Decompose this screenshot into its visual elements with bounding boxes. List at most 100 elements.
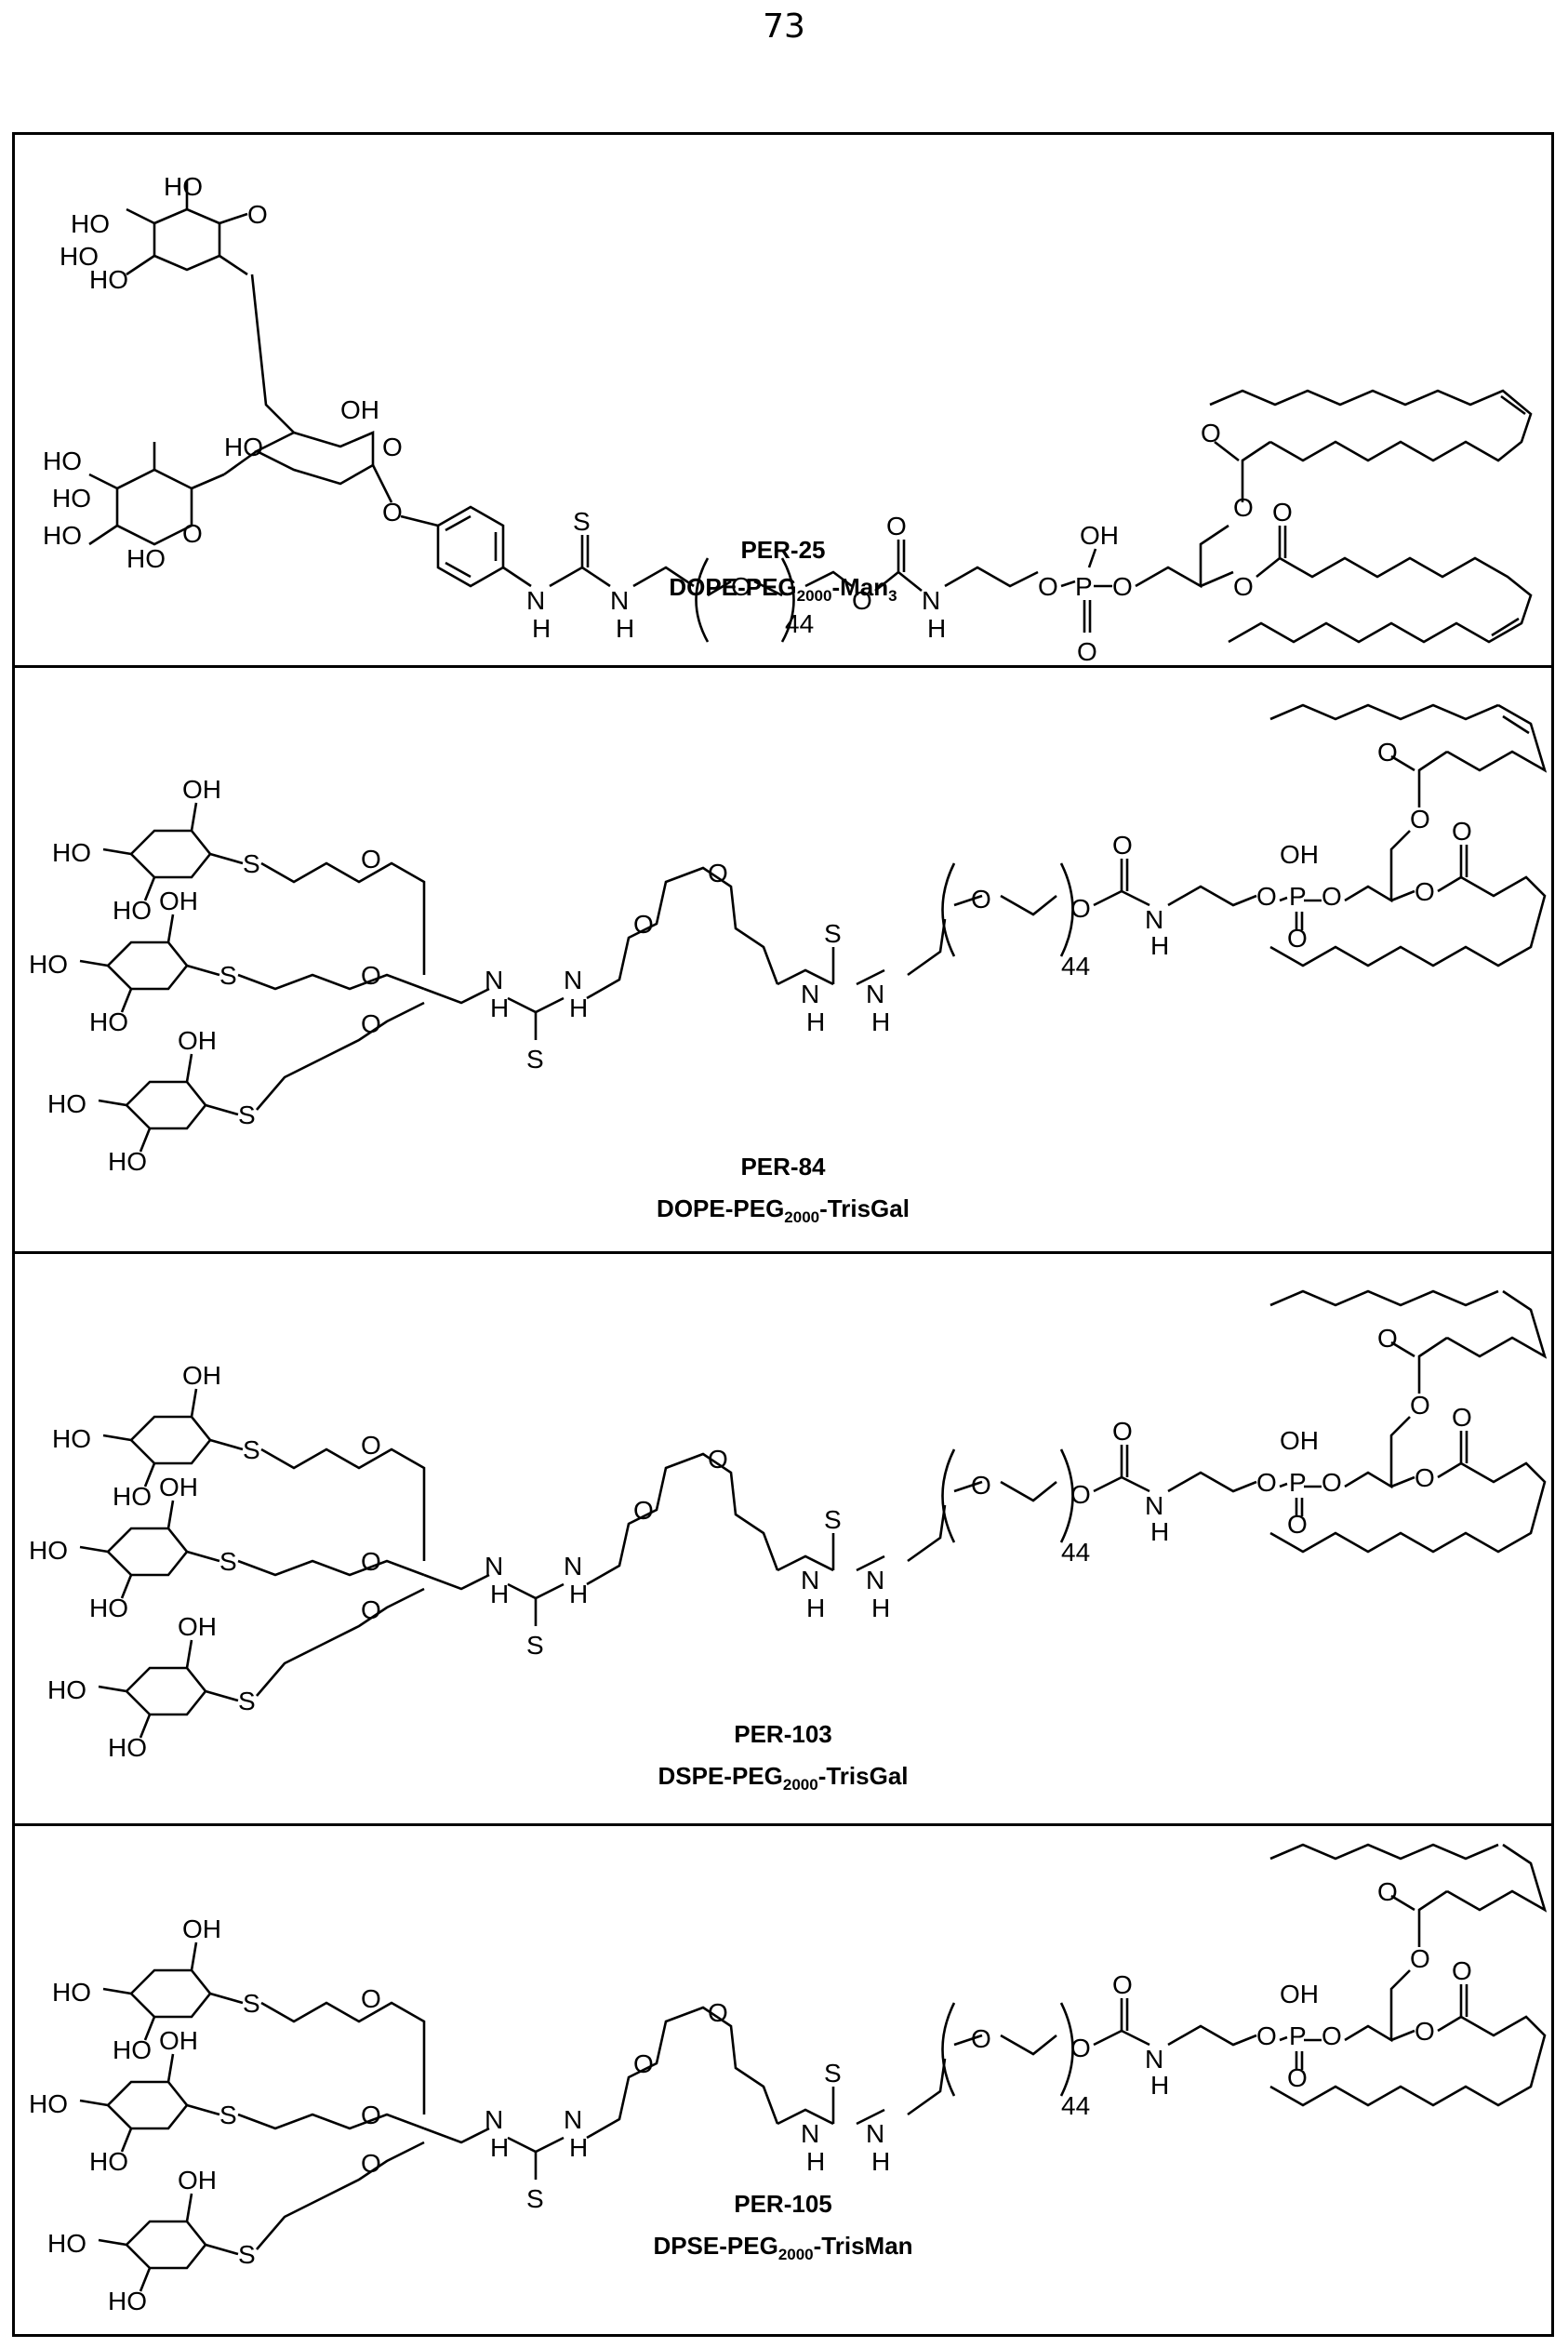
oxygen-label: O — [708, 1445, 728, 1474]
sulfur-label: S — [526, 1045, 544, 1074]
page-number: 73 — [0, 7, 1568, 46]
hydroxyl-label: HO — [47, 1089, 86, 1118]
sugar-substituent — [80, 1501, 219, 1598]
hydroxyl-label: HO — [89, 1007, 128, 1036]
compound-name: DOPE-PEG2000-Man3 — [15, 572, 1551, 611]
sulfur-label: S — [219, 2101, 237, 2129]
compound-name: DPSE-PEG2000-TrisMan — [15, 2231, 1551, 2270]
nitrogen-label: H — [490, 2133, 509, 2162]
sugar-ring — [108, 1528, 187, 1575]
hydroxyl-label: HO — [52, 1424, 91, 1453]
peg-spacer — [587, 2008, 777, 2138]
oxygen-label: O — [1256, 1468, 1277, 1497]
oxygen-label: O — [708, 859, 728, 887]
nitrogen-label: H — [490, 1580, 509, 1608]
nitrogen-label: H — [1150, 1517, 1169, 1546]
nitrogen-label: H — [927, 614, 946, 643]
oxygen-label: O — [1077, 637, 1097, 665]
oxygen-label: O — [361, 1547, 381, 1576]
peg-repeat-count: 44 — [1061, 2091, 1090, 2120]
oxygen-label: O — [247, 200, 268, 229]
oxygen-label: O — [361, 2149, 381, 2178]
compound-id: PER-103 — [15, 1719, 1551, 1749]
hydroxyl-label: HO — [113, 1482, 152, 1511]
oxygen-label: O — [361, 845, 381, 874]
sulfur-label: S — [243, 1989, 260, 2018]
linker-arm — [238, 2115, 424, 2128]
hydroxyl-label: OH — [340, 395, 379, 424]
sugar-ring — [131, 831, 210, 877]
oxygen-label: O — [1452, 817, 1472, 846]
phosphorus-label: P — [1289, 1468, 1307, 1497]
oxygen-label: O — [633, 2049, 654, 2078]
glycerol — [1345, 831, 1415, 901]
oxygen-label: O — [1377, 1324, 1398, 1353]
nitrogen-label: H — [1150, 2071, 1169, 2100]
oxygen-label: O — [1377, 738, 1398, 767]
nitrogen-label: N — [564, 2105, 582, 2134]
hydroxyl-label: OH — [178, 1612, 217, 1641]
hydroxyl-label: OH — [159, 2026, 198, 2055]
oxygen-label: O — [382, 433, 403, 461]
nitrogen-label: H — [1150, 931, 1169, 960]
sugar-ring — [131, 1417, 210, 1463]
phosphorus-label: P — [1289, 2021, 1307, 2050]
ethanolamine — [1168, 887, 1256, 905]
peg-repeat-count: 44 — [1061, 1538, 1090, 1567]
oxygen-label: O — [1112, 1417, 1133, 1446]
oxygen-label: O — [361, 961, 381, 990]
nitrogen-label: H — [806, 1594, 825, 1622]
hydroxyl-label: HO — [52, 484, 91, 513]
nitrogen-label: N — [485, 966, 503, 994]
ethanolamine — [1168, 2026, 1256, 2045]
sugar-substituent — [80, 914, 219, 1012]
sulfur-label: S — [219, 961, 237, 990]
hydroxyl-label: HO — [108, 2287, 147, 2315]
hydroxyl-label: HO — [29, 2089, 68, 2118]
peg-spacer — [587, 868, 777, 998]
linker-arm — [261, 1449, 424, 1561]
nitrogen-label: H — [871, 2147, 890, 2176]
sugar-ring — [131, 1970, 210, 2017]
glycerol — [1345, 1970, 1415, 2040]
nitrogen-label: N — [564, 1552, 582, 1581]
nitrogen-label: N — [866, 1566, 884, 1594]
hydroxyl-label: HO — [29, 950, 68, 979]
linker-arm — [238, 975, 424, 989]
glycerol — [1345, 1417, 1415, 1487]
nitrogen-label: N — [801, 2119, 819, 2148]
peg-repeat-count: 44 — [785, 609, 814, 638]
oxygen-label: O — [1322, 2021, 1342, 2050]
nitrogen-label: N — [485, 2105, 503, 2134]
mannose-ring-center: OH HO O O — [224, 274, 403, 527]
hydroxyl-label: HO — [89, 1594, 128, 1622]
oxygen-label: O — [1272, 498, 1293, 527]
oxygen-label: O — [1256, 2021, 1277, 2050]
sugar-substituent — [99, 1054, 238, 1152]
ethanolamine — [1168, 1473, 1256, 1491]
oxygen-label: O — [1415, 2017, 1435, 2046]
hydroxyl-label: HO — [43, 447, 82, 475]
compound-row-per-84: HOHOOHSHOHOOHSHOHOOHSOOONHNHSOOSNHNHO44O… — [15, 665, 1551, 1251]
hydroxyl-label: OH — [182, 775, 221, 804]
oxygen-label: O — [1410, 1944, 1430, 1973]
hydroxyl-label: OH — [159, 1473, 198, 1501]
nitrogen-label: H — [806, 1007, 825, 1036]
linker-arm — [257, 1003, 424, 1110]
sulfur-label: S — [243, 849, 260, 878]
sulfur-label: S — [824, 1505, 842, 1534]
hydroxyl-label: OH — [182, 1914, 221, 1943]
oxygen-label: O — [1415, 877, 1435, 906]
hydroxyl-label: HO — [224, 433, 263, 461]
acyl-chain-top — [1270, 705, 1545, 807]
oxygen-label: O — [1070, 1480, 1091, 1509]
peg-chain — [954, 896, 1056, 914]
peg-chain — [908, 919, 945, 975]
carbamate — [1094, 1445, 1149, 1491]
hydroxyl-label: OH — [159, 887, 198, 915]
nitrogen-label: H — [871, 1594, 890, 1622]
peg-spacer — [587, 1454, 777, 1584]
sugar-ring — [108, 2082, 187, 2128]
sulfur-label: S — [824, 2059, 842, 2088]
compound-row-per-105: HOHOOHSHOHOOHSHOHOOHSOOONHNHSOOSNHNHO44O… — [15, 1823, 1551, 2337]
